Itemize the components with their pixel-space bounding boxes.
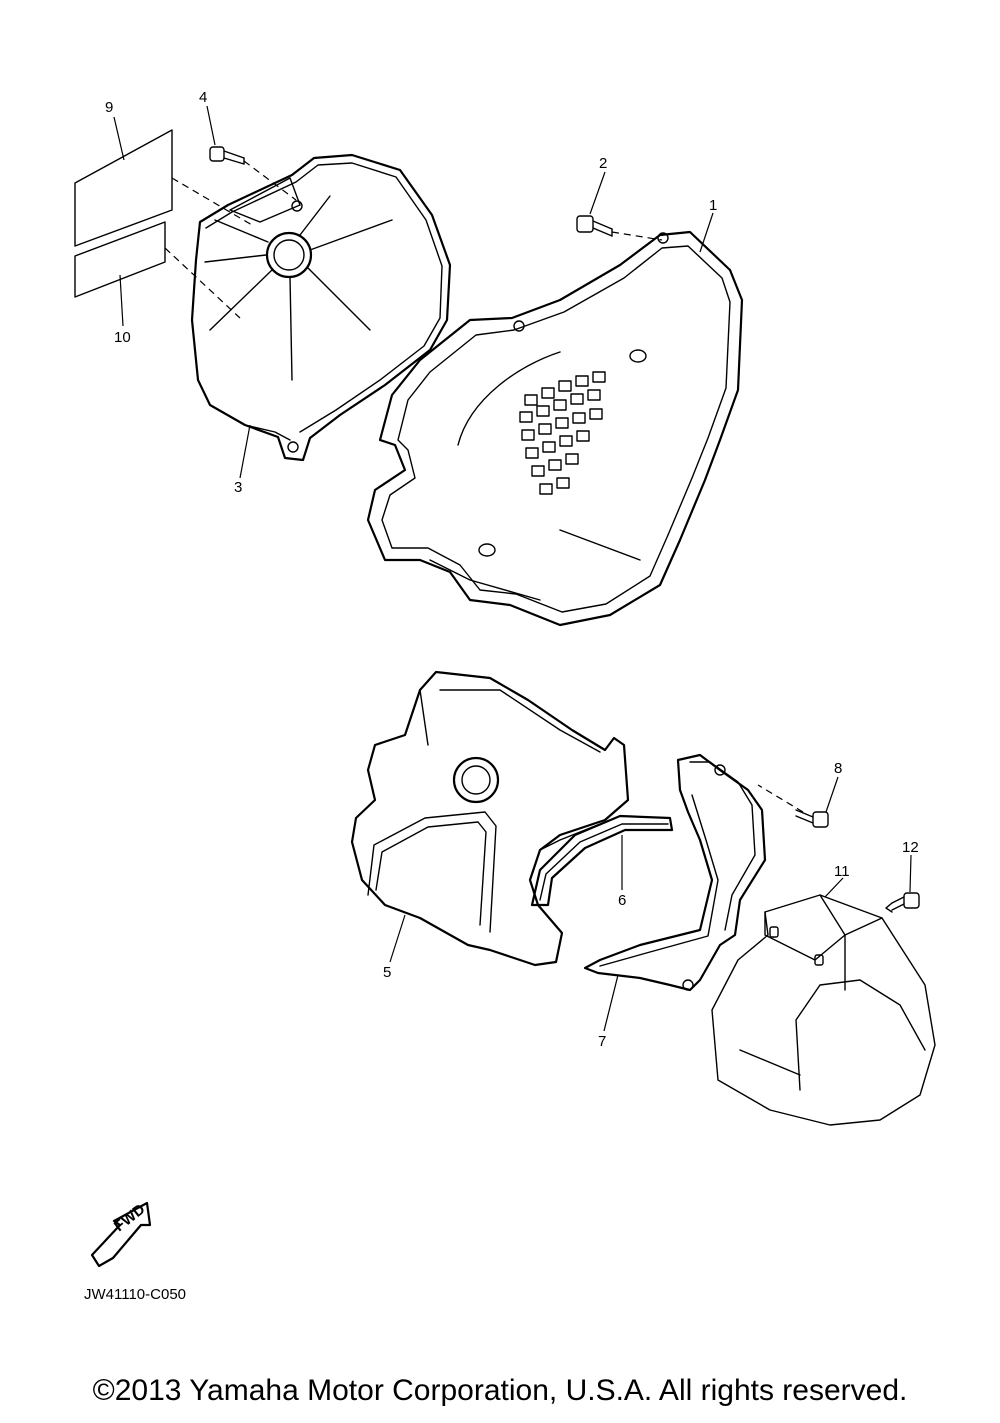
leader-7 xyxy=(603,974,619,1032)
cover-5 xyxy=(350,670,630,967)
callout-7: 7 xyxy=(598,1033,606,1050)
strap-6 xyxy=(530,814,674,907)
callout-3: 3 xyxy=(234,479,242,496)
bolt-12 xyxy=(885,892,920,913)
align-line-10-3 xyxy=(164,247,241,319)
callout-1: 1 xyxy=(709,197,717,214)
callout-6: 6 xyxy=(618,892,626,909)
leader-1 xyxy=(699,212,714,253)
callout-11: 11 xyxy=(834,863,850,880)
label-plate-10 xyxy=(74,221,166,298)
leader-5 xyxy=(389,914,406,963)
shroud-3 xyxy=(190,153,452,462)
bolt-8 xyxy=(795,809,829,828)
screw-4 xyxy=(209,146,245,165)
leader-4 xyxy=(206,105,216,146)
leader-10 xyxy=(119,274,124,327)
leader-8 xyxy=(825,776,839,813)
callout-4: 4 xyxy=(199,89,207,106)
callout-12: 12 xyxy=(902,839,919,856)
vent-grille xyxy=(519,371,606,495)
leader-2 xyxy=(589,171,606,215)
align-line-8-7 xyxy=(757,784,804,813)
fwd-arrow-icon: FWD xyxy=(90,1201,152,1268)
callout-8: 8 xyxy=(834,760,842,777)
leader-12 xyxy=(909,854,912,893)
leader-3 xyxy=(239,424,251,479)
align-line-9-3 xyxy=(171,177,253,226)
callout-10: 10 xyxy=(114,329,131,346)
bolt-2 xyxy=(576,215,613,237)
leader-11 xyxy=(824,877,844,898)
diagram-code: JW41110-C050 xyxy=(84,1286,186,1303)
leader-9 xyxy=(113,116,125,161)
bracket-7 xyxy=(583,753,767,992)
shroud-1 xyxy=(366,230,744,627)
callout-2: 2 xyxy=(599,155,607,172)
align-line-4-3 xyxy=(243,160,297,201)
copyright-notice: ©2013 Yamaha Motor Corporation, U.S.A. A… xyxy=(92,1374,908,1407)
duct-11 xyxy=(711,894,936,1126)
label-plate-9 xyxy=(74,129,173,247)
callout-9: 9 xyxy=(105,99,113,116)
callout-5: 5 xyxy=(383,964,391,981)
align-line-2-1 xyxy=(611,231,663,241)
